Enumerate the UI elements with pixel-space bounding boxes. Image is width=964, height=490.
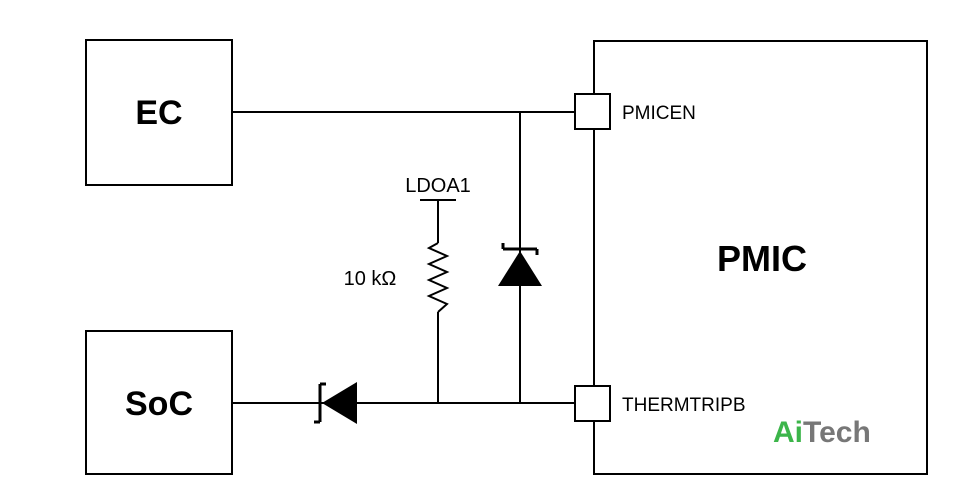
resistor-value-label: 10 kΩ <box>344 268 397 290</box>
ec-label: EC <box>135 94 182 132</box>
pullup-resistor <box>426 242 450 313</box>
watermark-tech: Tech <box>803 416 871 449</box>
ldoa1-label: LDOA1 <box>405 175 471 197</box>
pmic-label: PMIC <box>717 238 807 279</box>
pmicen-pin <box>574 93 611 130</box>
ec-block <box>85 39 233 186</box>
pmic-block <box>593 40 928 475</box>
aitech-watermark: AiTech <box>773 416 871 449</box>
soc-label: SoC <box>125 385 193 423</box>
thermtripb-pin-label: THERMTRIPB <box>622 395 746 416</box>
soc-block <box>85 330 233 475</box>
thermtripb-pin <box>574 385 611 422</box>
zener-diode-vertical <box>498 243 542 286</box>
watermark-ai: Ai <box>773 416 803 449</box>
pmicen-pin-label: PMICEN <box>622 103 696 124</box>
zener-diode-horizontal <box>314 382 357 424</box>
